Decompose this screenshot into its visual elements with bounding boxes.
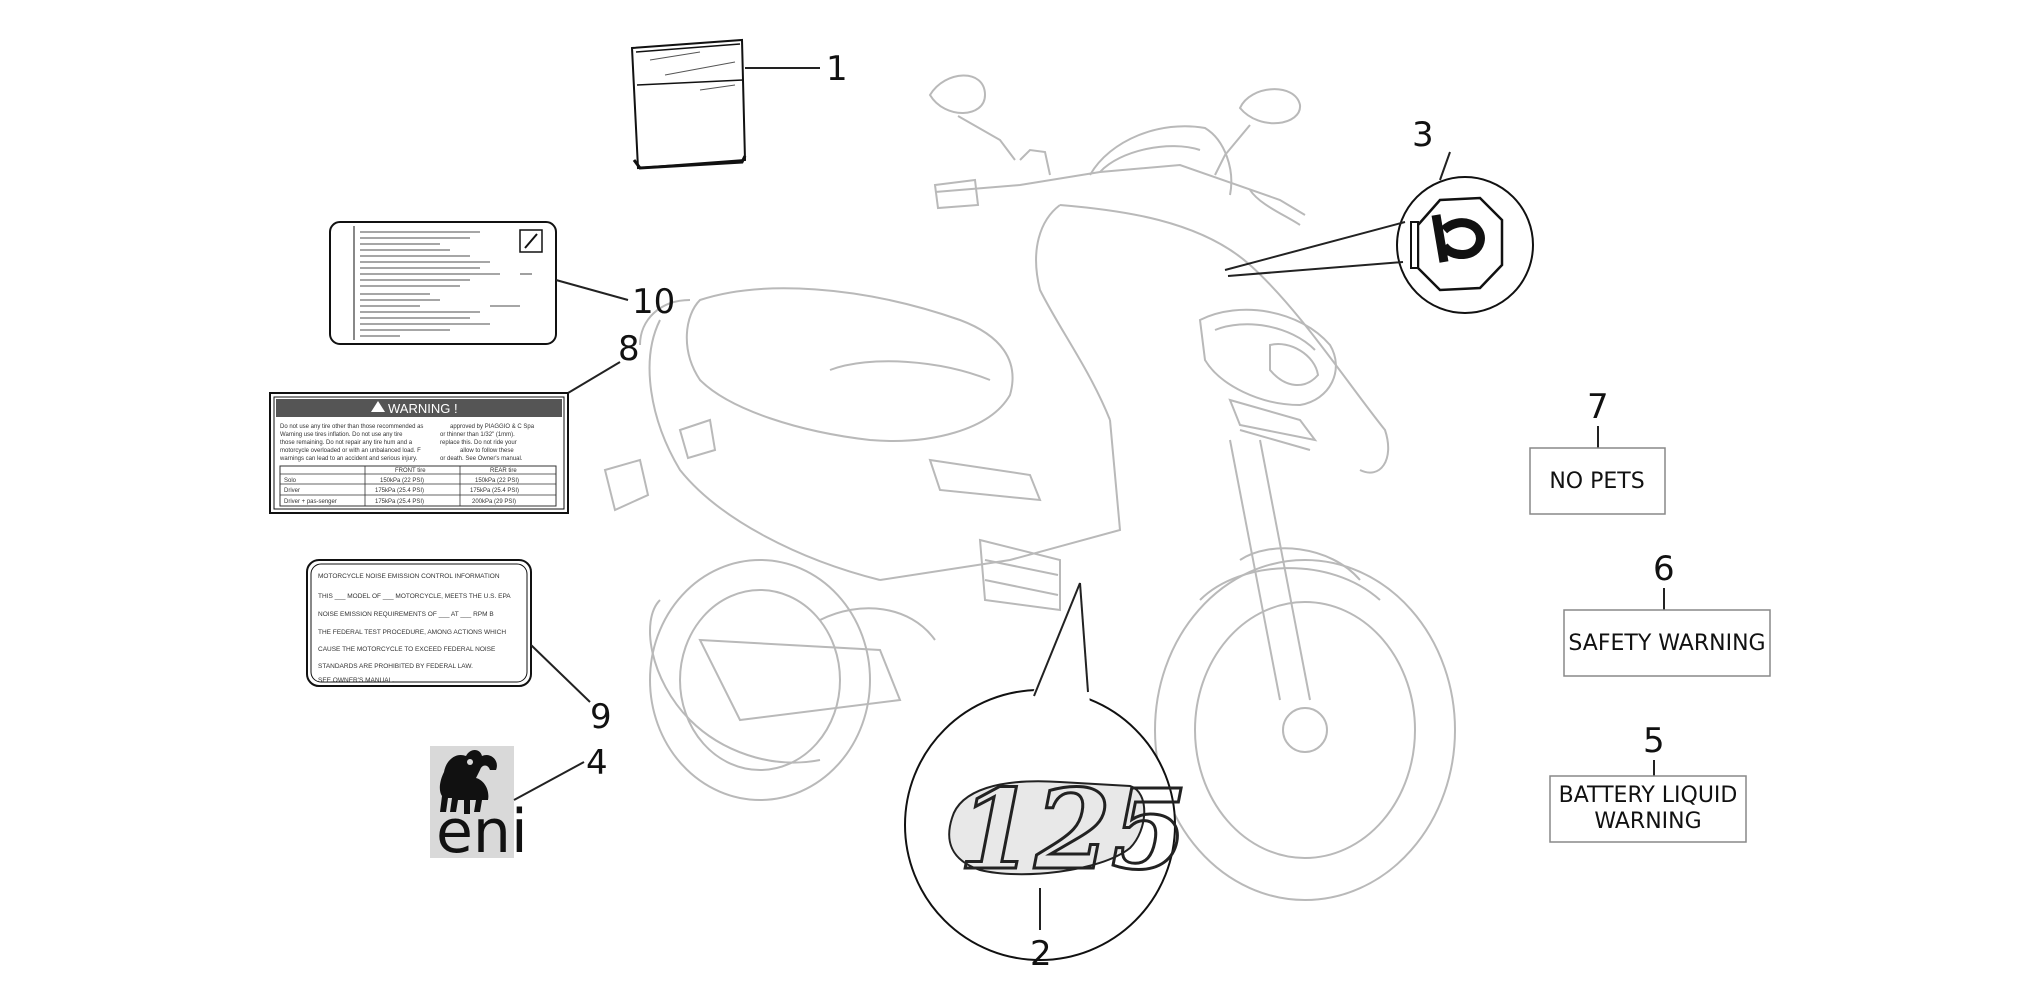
- callout-10: 10: [632, 282, 675, 322]
- table-cell: 175kPa (25.4 PSI): [470, 488, 519, 494]
- warning-right-line: or thinner than 1/32" (1mm).: [440, 432, 515, 438]
- emission-line: STANDARDS ARE PROHIBITED BY FEDERAL LAW.: [318, 663, 473, 670]
- callout-1: 1: [826, 49, 848, 89]
- emblem-125-text: 125: [958, 765, 1188, 894]
- emission-line: NOISE EMISSION REQUIREMENTS OF ___ AT __…: [318, 611, 494, 618]
- scooter-drawing: [603, 74, 1456, 901]
- emission-line: THIS ___ MODEL OF ___ MOTORCYCLE, MEETS …: [318, 593, 511, 600]
- warning-left-line: Warning use tires inflation. Do not use …: [280, 432, 403, 438]
- callout-9: 9: [590, 697, 612, 737]
- safety-warning-label: SAFETY WARNING: [1568, 631, 1765, 656]
- callout-6: 6: [1653, 549, 1675, 589]
- part-9-emission-label: MOTORCYCLE NOISE EMISSION CONTROL INFORM…: [306, 559, 612, 737]
- table-cell: 150kPa (22 PSI): [475, 478, 519, 484]
- leader-line-3a: [1224, 221, 1406, 271]
- warning-left-line: those remaining. Do not repair any tire …: [280, 440, 413, 446]
- leader-line-3b: [1227, 261, 1404, 277]
- warning-right-line: approved by PIAGGIO & C Spa: [450, 424, 535, 430]
- part-4-eni-logo: eni 4: [430, 743, 608, 867]
- emission-line: MOTORCYCLE NOISE EMISSION CONTROL INFORM…: [318, 573, 500, 580]
- warning-right-line: replace this. Do not ride your: [440, 440, 517, 446]
- part-7-no-pets-box: 7 NO PETS: [1529, 387, 1666, 515]
- table-cell: Driver: [284, 488, 300, 494]
- table-cell: 150kPa (22 PSI): [380, 478, 424, 484]
- leader-line-3: [1439, 151, 1451, 181]
- callout-5: 5: [1643, 721, 1665, 761]
- six-legged-dog-icon: [439, 750, 497, 814]
- callout-4: 4: [586, 743, 608, 783]
- part-3-emblem: 3: [1224, 115, 1534, 314]
- emission-line: SEE OWNER'S MANUAL.: [318, 677, 394, 684]
- warning-label-title: WARNING !: [388, 401, 458, 416]
- table-cell: 175kPa (25.4 PSI): [375, 499, 424, 505]
- leader-line-8: [567, 361, 621, 394]
- tire-pressure-table: FRONT tire REAR tire Solo 150kPa (22 PSI…: [279, 465, 557, 507]
- leader-line-2b: [1079, 582, 1089, 693]
- piaggio-logo-icon: [1431, 214, 1485, 263]
- part-1-document-pouch: 1: [630, 38, 848, 170]
- table-cell: Driver + pas-senger: [284, 499, 337, 505]
- leader-line-9: [530, 644, 591, 703]
- table-cell: 200kPa (29 PSI): [472, 499, 516, 505]
- part-10-info-label: 10: [329, 221, 675, 345]
- callout-8: 8: [618, 329, 640, 369]
- part-5-battery-warning-box: 5 BATTERY LIQUID WARNING: [1549, 721, 1747, 843]
- table-header: REAR tire: [490, 468, 517, 474]
- callout-7: 7: [1587, 387, 1609, 427]
- eni-logo-text: eni: [436, 797, 528, 867]
- leader-line-2a: [1033, 582, 1081, 697]
- battery-warning-label-line2: WARNING: [1594, 809, 1701, 834]
- part-2-125-emblem: 125 2: [904, 575, 1189, 974]
- part-6-safety-warning-box: 6 SAFETY WARNING: [1563, 549, 1771, 677]
- warning-right-line: or death. See Owner's manual.: [440, 456, 523, 462]
- battery-warning-label-line1: BATTERY LIQUID: [1559, 783, 1738, 808]
- warning-left-line: warnings can lead to an accident and ser…: [279, 456, 418, 462]
- callout-3: 3: [1412, 115, 1434, 155]
- warning-left-line: motorcycle overloaded or with an unbalan…: [280, 448, 421, 454]
- warning-left-line: Do not use any tire other than those rec…: [280, 424, 423, 430]
- warning-right-line: allow to follow these: [460, 448, 514, 454]
- emission-line: THE FEDERAL TEST PROCEDURE, AMONG ACTION…: [318, 629, 506, 636]
- leader-line-4: [513, 761, 585, 801]
- table-cell: Solo: [284, 478, 297, 484]
- emission-line: CAUSE THE MOTORCYCLE TO EXCEED FEDERAL N…: [318, 646, 496, 653]
- table-cell: 175kPa (25.4 PSI): [375, 488, 424, 494]
- info-label-fine-print: [360, 231, 532, 337]
- part-8-warning-label: WARNING ! Do not use any tire other than…: [269, 329, 640, 514]
- table-header: FRONT tire: [395, 468, 426, 474]
- callout-2: 2: [1030, 934, 1052, 974]
- leader-line-10: [555, 279, 629, 301]
- no-pets-label: NO PETS: [1549, 469, 1644, 494]
